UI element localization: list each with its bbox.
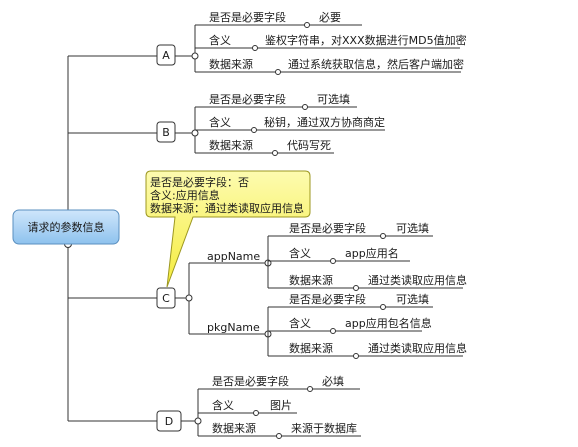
c-callout: 是否是必要字段：否 含义:应用信息 数据来源：通过类读取应用信息 — [145, 170, 311, 288]
pkgname-field-1-label: 含义 — [289, 316, 311, 330]
node-d-label: D — [165, 415, 173, 428]
b-field-1-label: 含义 — [209, 115, 231, 129]
a-collapse-handle[interactable] — [191, 52, 199, 60]
pkgname-field-0-label: 是否是必要字段 — [289, 292, 366, 306]
b-field-0-label: 是否是必要字段 — [209, 92, 286, 106]
a-field-2-value: 通过系统获取信息，然后客户端加密 — [288, 57, 464, 71]
b-field-0-value: 可选填 — [317, 92, 350, 106]
d-field-0-handle[interactable] — [307, 386, 313, 392]
appname-field-2-value: 通过类读取应用信息 — [368, 273, 467, 287]
b-field-1-value: 秘钥，通过双方协商商定 — [264, 115, 385, 129]
appname-label: appName — [207, 250, 260, 263]
pkgname-label: pkgName — [207, 321, 260, 334]
appname-field-2-handle[interactable] — [353, 285, 359, 291]
d-field-2-handle[interactable] — [276, 433, 282, 439]
pkgname-field-1-value: app应用包名信息 — [345, 316, 432, 330]
pkgname-field-0-value: 可选填 — [396, 292, 429, 306]
root-node[interactable]: 请求的参数信息 — [12, 209, 120, 245]
b-collapse-handle[interactable] — [191, 129, 199, 137]
node-a[interactable]: A — [156, 44, 176, 66]
pkgname-field-2-value: 通过类读取应用信息 — [368, 341, 467, 355]
node-d[interactable]: D — [156, 410, 182, 432]
appname-field-2-label: 数据来源 — [289, 273, 333, 287]
d-field-2-label: 数据来源 — [212, 421, 256, 435]
a-field-1-handle[interactable] — [252, 45, 258, 51]
b-field-2-handle[interactable] — [272, 150, 278, 156]
a-field-0-handle[interactable] — [304, 22, 310, 28]
pkgname-field-0-handle[interactable] — [380, 304, 386, 310]
pkgname-field-1-handle[interactable] — [330, 328, 336, 334]
appname-field-1-value: app应用名 — [345, 246, 399, 260]
d-field-1-value: 图片 — [270, 399, 292, 412]
b-field-2-value: 代码写死 — [287, 139, 331, 152]
c-collapse-handle[interactable] — [185, 294, 193, 302]
d-field-2-value: 来源于数据库 — [291, 421, 357, 435]
node-c[interactable]: C — [156, 287, 176, 309]
b-field-2-label: 数据来源 — [209, 138, 253, 152]
appname-field-1-label: 含义 — [289, 246, 311, 260]
a-field-1-value: 鉴权字符串，对XXX数据进行MD5值加密 — [265, 33, 467, 47]
a-field-2-handle[interactable] — [275, 69, 281, 75]
node-c-label: C — [162, 292, 170, 305]
a-field-0-label: 是否是必要字段 — [209, 10, 286, 24]
pkgname-field-2-label: 数据来源 — [289, 341, 333, 355]
node-b-label: B — [162, 126, 170, 139]
a-field-1-label: 含义 — [209, 33, 231, 47]
appname-field-0-handle[interactable] — [380, 233, 386, 239]
c-callout-line-1: 含义:应用信息 — [150, 188, 220, 202]
appname-field-1-handle[interactable] — [330, 258, 336, 264]
a-field-0-value: 必要 — [319, 11, 341, 24]
appname-field-0-label: 是否是必要字段 — [289, 221, 366, 235]
pkgname-field-2-handle[interactable] — [353, 353, 359, 359]
c-callout-line-2: 数据来源：通过类读取应用信息 — [150, 201, 304, 215]
b-field-1-handle[interactable] — [251, 127, 257, 133]
appname-field-0-value: 可选填 — [396, 221, 429, 235]
d-field-0-value: 必填 — [322, 374, 344, 388]
node-a-label: A — [162, 49, 170, 62]
d-field-1-label: 含义 — [212, 398, 234, 412]
b-field-0-handle[interactable] — [302, 104, 308, 110]
d-field-0-label: 是否是必要字段 — [212, 374, 289, 388]
c-callout-line-0: 是否是必要字段：否 — [150, 175, 249, 189]
node-b[interactable]: B — [156, 121, 176, 143]
root-label: 请求的参数信息 — [28, 220, 105, 234]
d-field-1-handle[interactable] — [253, 410, 259, 416]
a-field-2-label: 数据来源 — [209, 57, 253, 71]
d-collapse-handle[interactable] — [194, 417, 202, 425]
